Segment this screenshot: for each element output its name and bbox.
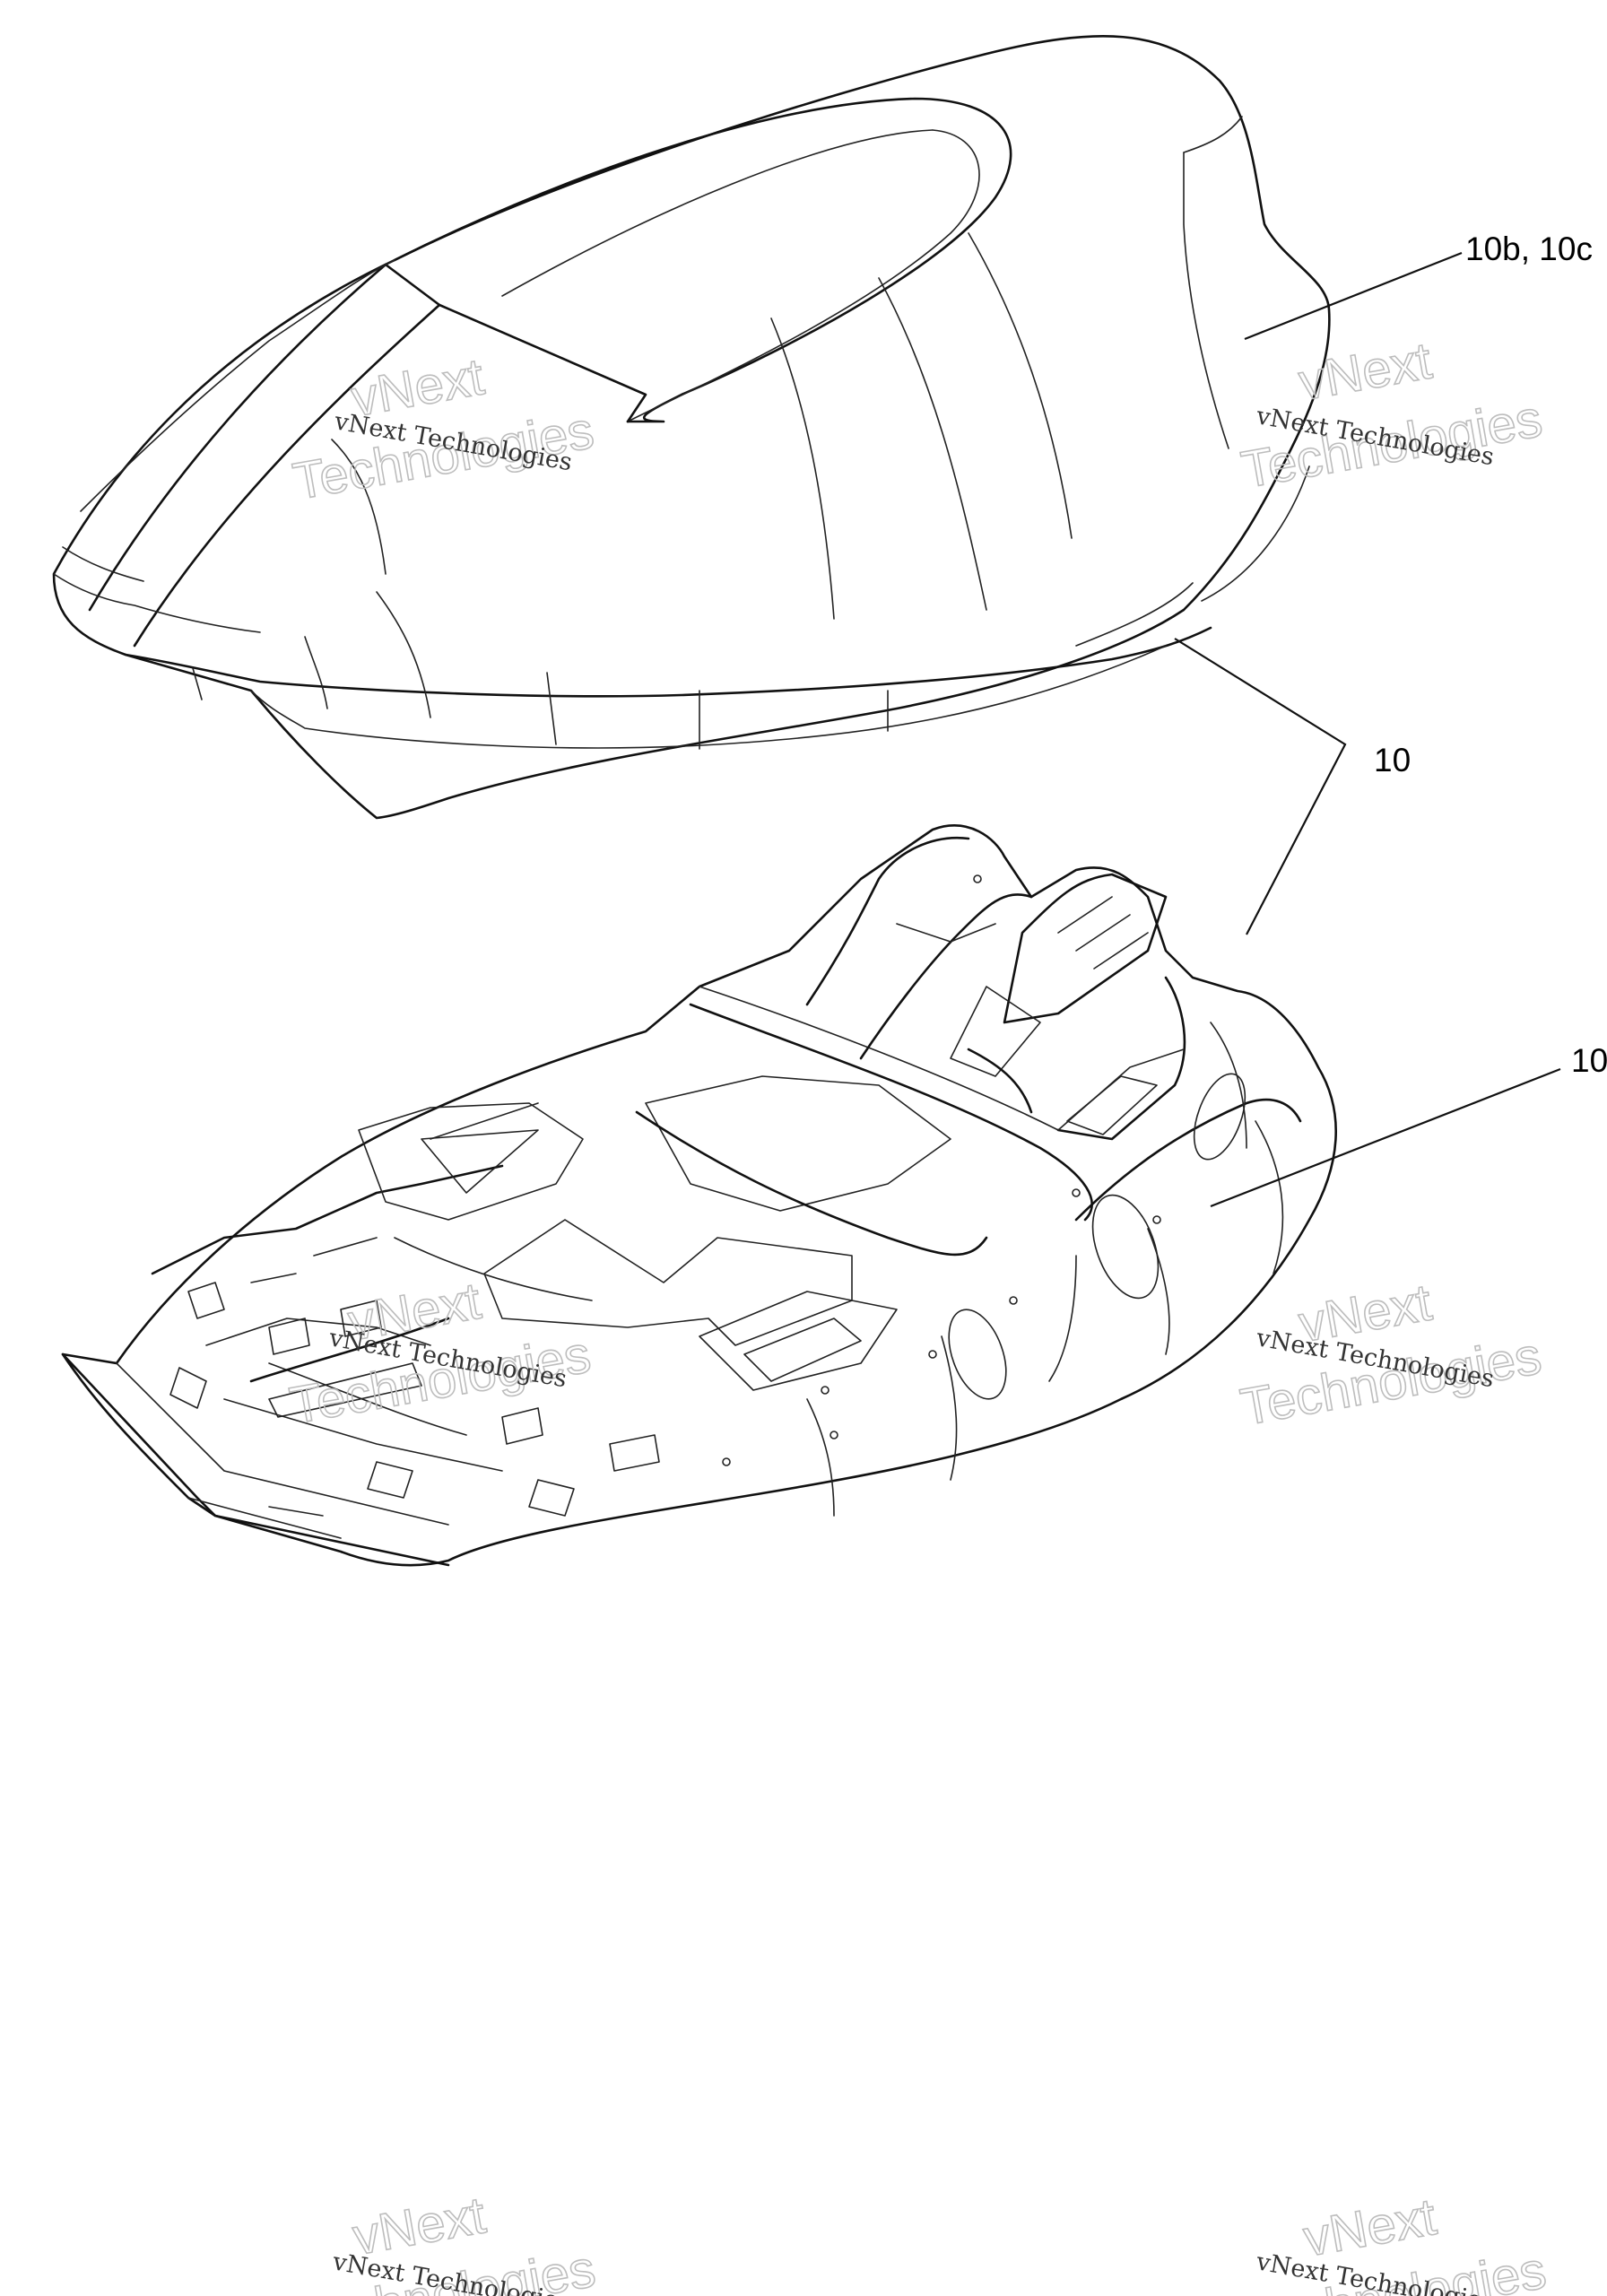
- callout-seat-cover: 10b, 10c: [1465, 230, 1593, 267]
- leader-lines: [1174, 251, 1561, 1208]
- leader-seat-assembly: [1174, 638, 1347, 935]
- seat-cover-drawing: [52, 34, 1331, 820]
- callout-seat-base: 10: [1571, 1042, 1607, 1079]
- leader-seat-base: [1210, 1067, 1561, 1208]
- leader-seat-cover: [1244, 251, 1463, 341]
- callout-seat-assembly: 10: [1374, 742, 1411, 778]
- seat-base-drawing: [61, 824, 1337, 1567]
- svg-text:vNext: vNext: [1299, 2187, 1440, 2268]
